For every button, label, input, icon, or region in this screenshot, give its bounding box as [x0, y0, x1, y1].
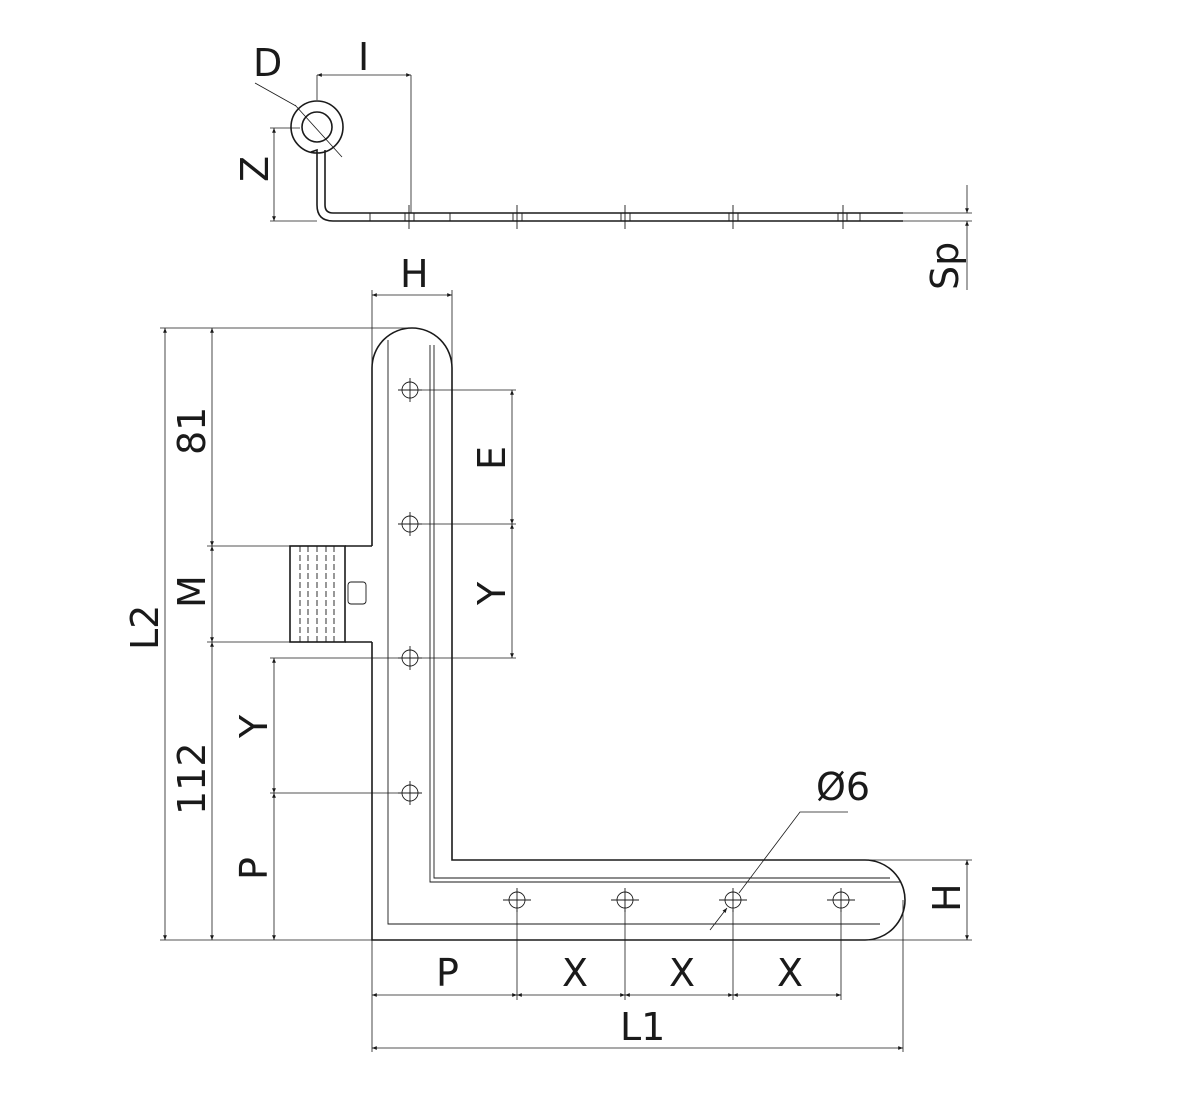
label-H-right: H	[925, 883, 969, 912]
top-view: D I Z Sp	[233, 35, 972, 290]
plate-profile	[310, 148, 903, 222]
label-P-bottom: P	[436, 951, 459, 995]
label-112: 112	[170, 742, 214, 815]
label-Y-left: Y	[232, 714, 276, 739]
label-81: 81	[170, 407, 214, 455]
label-X2: X	[669, 951, 695, 995]
hinge-ring-inner	[301, 111, 333, 143]
label-Sp: Sp	[923, 242, 967, 290]
label-I: I	[358, 35, 369, 79]
bracket-outline	[371, 327, 906, 941]
knuckle-connection	[345, 545, 372, 643]
hole-marks	[369, 205, 861, 229]
label-Z: Z	[233, 156, 277, 182]
diameter-leader	[709, 811, 848, 931]
logo-mark	[347, 581, 367, 605]
label-D: D	[253, 41, 282, 85]
label-X3: X	[777, 951, 803, 995]
front-view: H L2 81 M 112 Y P E Y Ø6 H P X X X L1	[123, 252, 972, 1052]
label-E: E	[470, 446, 514, 470]
label-H-top: H	[400, 252, 429, 296]
label-M: M	[170, 575, 214, 608]
holes	[398, 378, 855, 912]
label-L2: L2	[123, 605, 167, 650]
label-Y-mid: Y	[470, 581, 514, 606]
label-P-left: P	[232, 857, 276, 880]
bracket-inner-line	[387, 340, 900, 925]
label-L1: L1	[620, 1005, 665, 1049]
knuckle	[289, 545, 346, 643]
label-hole-diameter: Ø6	[816, 765, 870, 809]
label-X1: X	[562, 951, 588, 995]
